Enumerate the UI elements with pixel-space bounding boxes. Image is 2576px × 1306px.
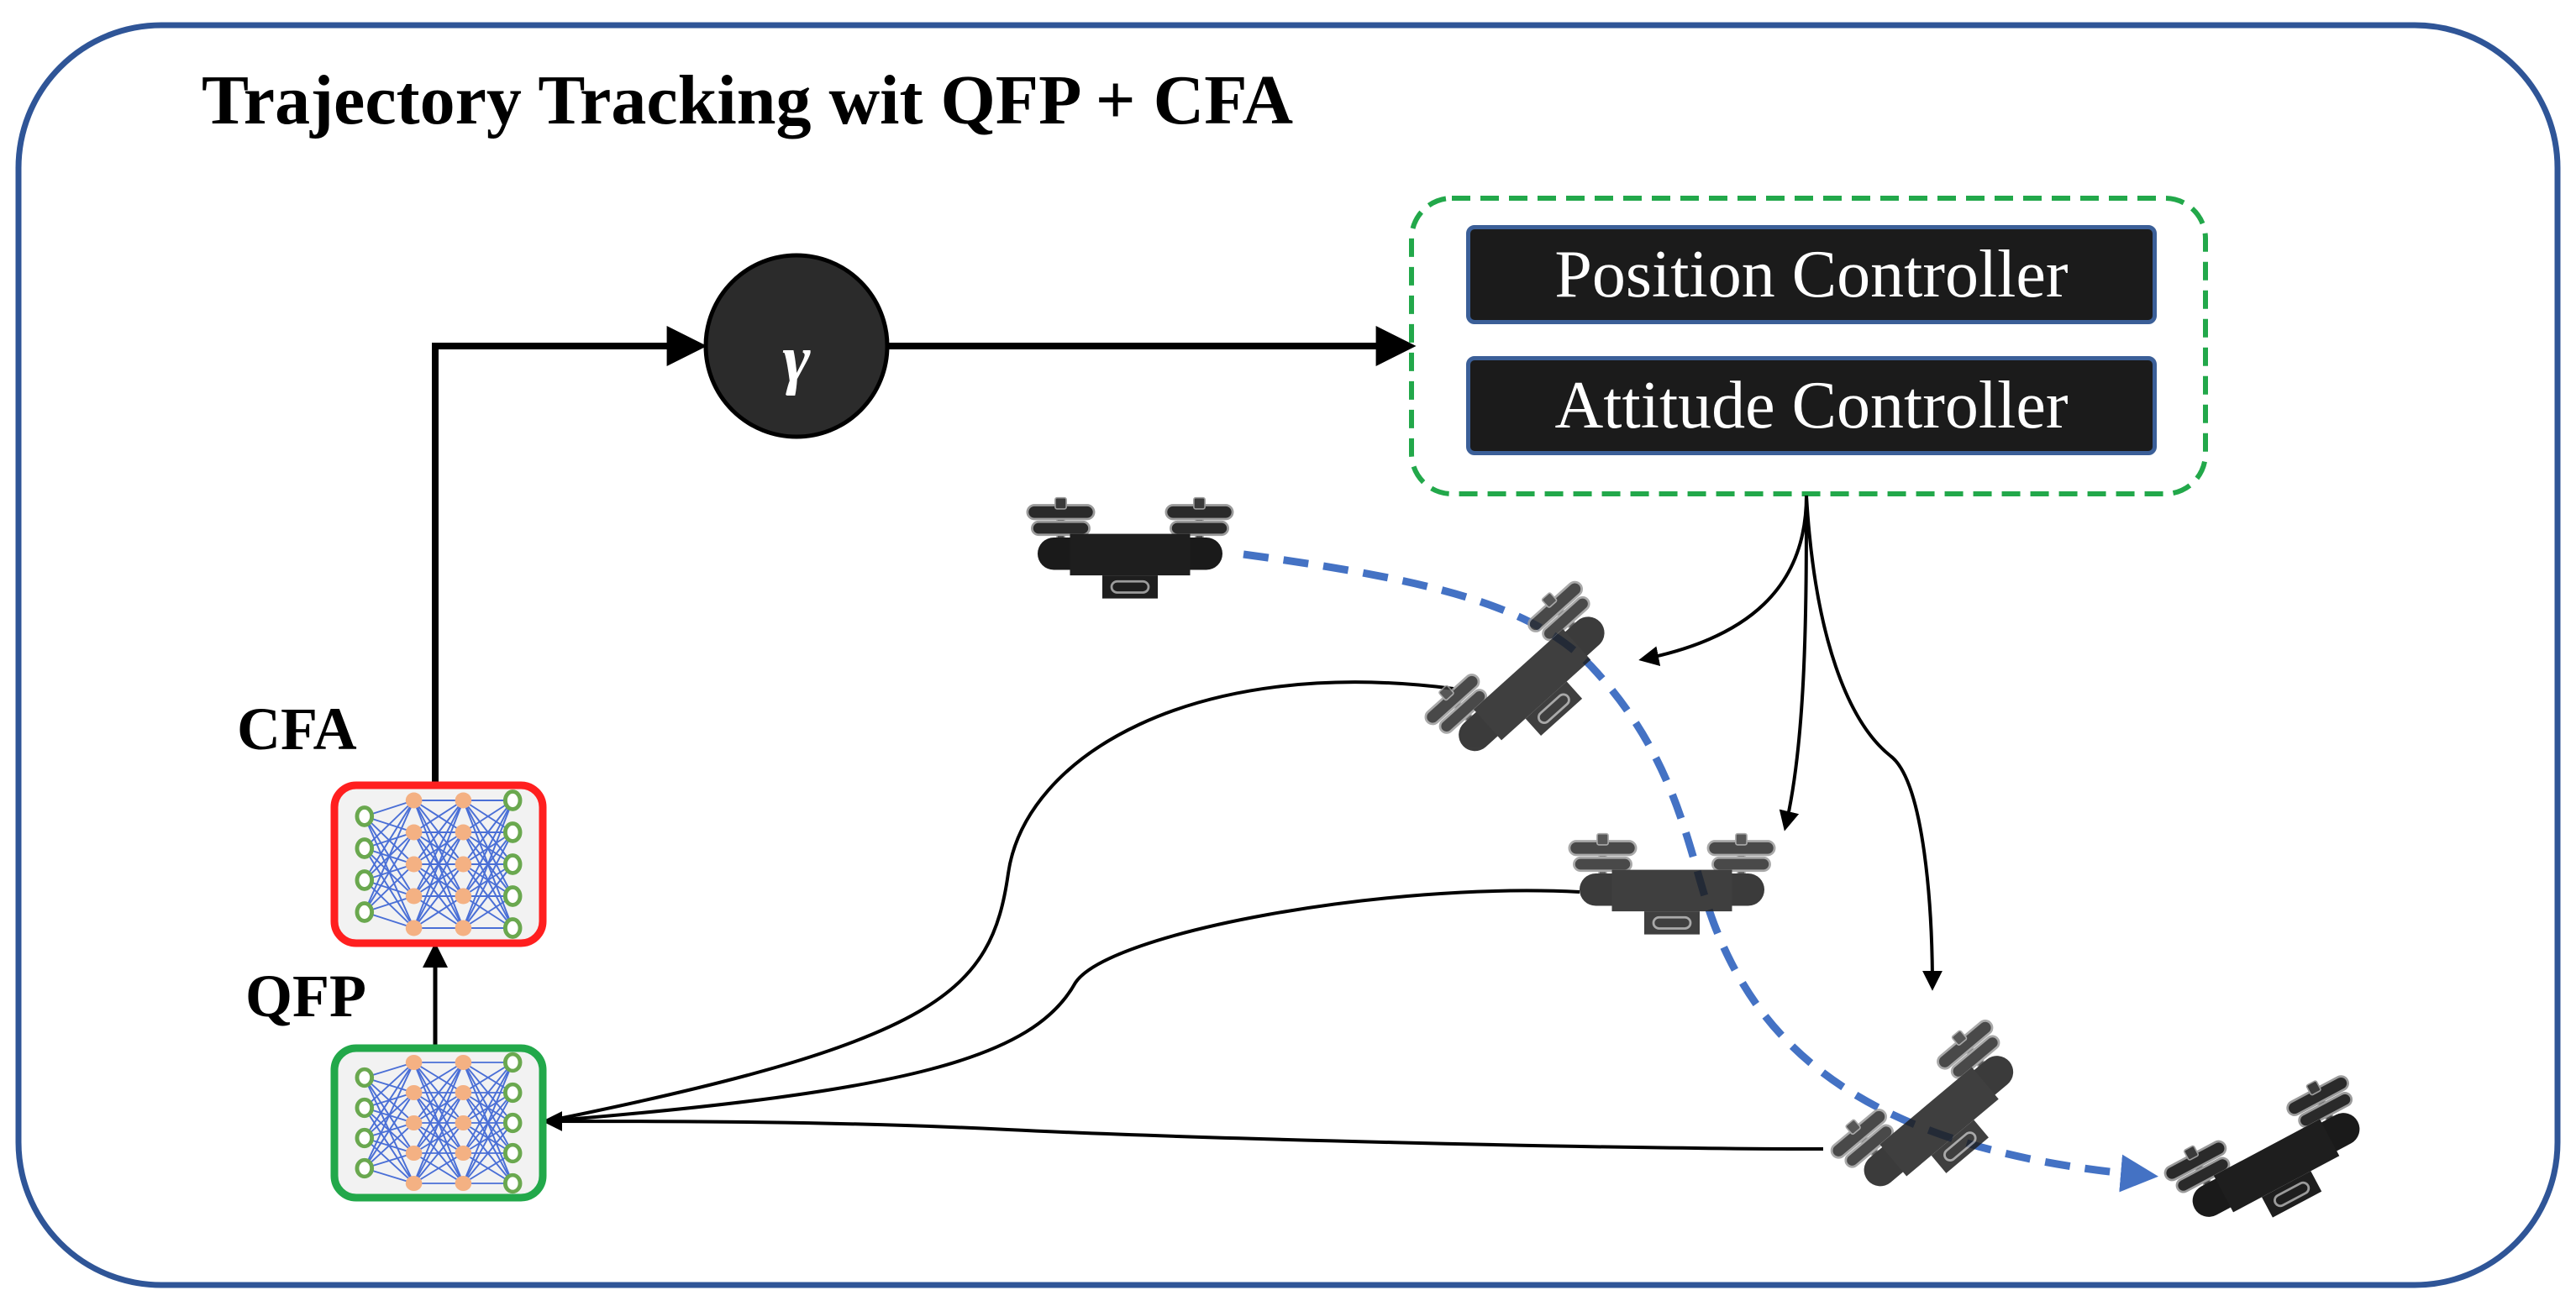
controller-to-drone-4-arrow (1805, 495, 1943, 991)
feedback-drone-2 (545, 680, 1454, 1123)
attitude-controller-block: Attitude Controller (1466, 356, 2157, 455)
cfa-to-gamma-arrow (432, 326, 707, 785)
gamma-symbol: γ (782, 322, 811, 396)
controller-to-drone-3-arrow (1779, 495, 1808, 831)
cfa-label: CFA (237, 695, 357, 763)
page-title: Trajectory Tracking wit QFP + CFA (202, 61, 1294, 139)
position-controller-block: Position Controller (1466, 225, 2157, 324)
feedback-drone-3 (545, 889, 1580, 1123)
outer-frame (15, 22, 2561, 1288)
controller-group (1409, 196, 2208, 496)
controller-to-drone-2-arrow (1638, 495, 1808, 666)
trajectory-path (1243, 550, 2158, 1193)
qfp-label: QFP (245, 962, 366, 1030)
feedback-drone-4 (542, 1111, 1824, 1151)
